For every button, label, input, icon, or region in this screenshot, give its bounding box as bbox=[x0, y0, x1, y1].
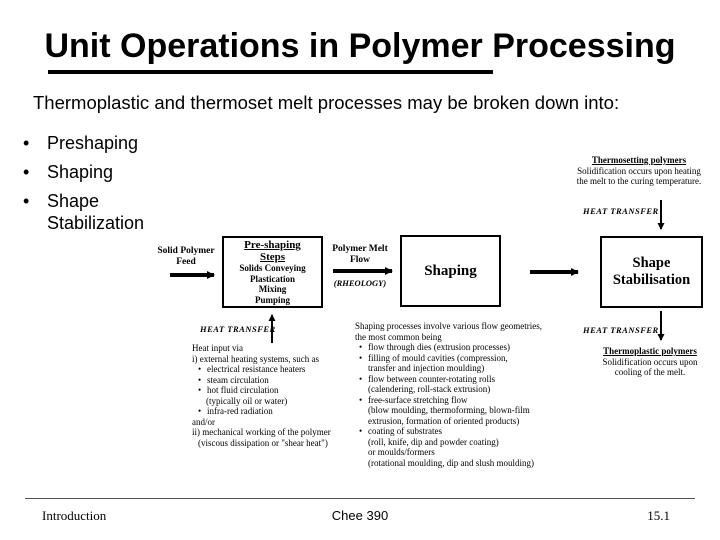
heat-input-ii: ii) mechanical working of the polymer bbox=[192, 427, 331, 437]
feed-label: Solid Polymer Feed bbox=[155, 246, 217, 268]
heat-item-infrared: infra-red radiation bbox=[198, 406, 352, 417]
thermosetting-title: Thermosetting polymers bbox=[591, 155, 687, 165]
stabilisation-box: Shape Stabilisation bbox=[600, 236, 703, 308]
footer-left: Introduction bbox=[42, 508, 107, 523]
preshaping-title-line-1: Pre-shaping bbox=[244, 239, 301, 251]
bullet-preshaping: Preshaping bbox=[20, 132, 177, 154]
thermoplastic-note: Thermoplastic polymers Solidification oc… bbox=[588, 346, 712, 378]
shaping-item-stretching: free-surface stretching flow (blow mould… bbox=[359, 395, 575, 427]
step-mixing: Mixing bbox=[258, 284, 287, 294]
footer-divider bbox=[25, 498, 695, 499]
shaping-item-dies-line-1: flow through dies (extrusion processes) bbox=[368, 342, 510, 352]
heat-input-ii-note: (viscous dissipation or "shear heat") bbox=[198, 437, 328, 448]
shaping-notes-list: flow through dies (extrusion processes) … bbox=[355, 342, 575, 468]
shaping-item-coating-line-2: (roll, knife, dip and powder coating) bbox=[368, 436, 499, 447]
stabilisation-line-1: Shape bbox=[632, 255, 671, 271]
feed-label-line-2: Feed bbox=[176, 257, 196, 267]
shaping-notes-intro-1: Shaping processes involve various flow g… bbox=[355, 321, 542, 331]
melt-flow-label: Polymer Melt Flow bbox=[328, 244, 392, 266]
feed-label-line-1: Solid Polymer bbox=[157, 246, 215, 256]
preshaping-steps: Solids Conveying Plastication Mixing Pum… bbox=[224, 263, 321, 305]
heat-input-andor: and/or bbox=[192, 416, 215, 427]
thermosetting-line-1: Solidification occurs upon heating bbox=[577, 165, 701, 176]
thermoplastic-title: Thermoplastic polymers bbox=[603, 346, 697, 356]
heat-input-list: electrical resistance heaters steam circ… bbox=[192, 364, 352, 396]
heat-item-steam: steam circulation bbox=[198, 375, 352, 386]
preshaping-box: Pre-shaping Steps Solids Conveying Plast… bbox=[222, 236, 323, 308]
shaping-item-moulds-line-2: transfer and injection moulding) bbox=[368, 363, 485, 373]
heat-transfer-label-left: HEAT TRANSFER bbox=[200, 324, 276, 334]
melt-flow-line-1: Polymer Melt bbox=[332, 244, 388, 254]
heat-transfer-label-bottom: HEAT TRANSFER bbox=[583, 325, 659, 335]
thermosetting-note: Thermosetting polymers Solidification oc… bbox=[568, 155, 710, 187]
bullet-list: Preshaping Shaping Shape Stabilization bbox=[20, 132, 177, 241]
shaping-item-coating-line-4: (rotational moulding, dip and slush moul… bbox=[368, 457, 534, 468]
slide-subtitle: Thermoplastic and thermoset melt process… bbox=[33, 92, 620, 113]
shaping-box: Shaping bbox=[400, 235, 501, 307]
shaping-item-coating-line-3: or moulds/formers bbox=[368, 447, 435, 457]
bullet-shaping: Shaping bbox=[20, 161, 177, 183]
shaping-item-coating-line-1: coating of substrates bbox=[368, 426, 442, 436]
bullet-shape-stabilization: Shape Stabilization bbox=[20, 190, 177, 234]
shaping-item-coating: coating of substrates (roll, knife, dip … bbox=[359, 426, 575, 468]
stabilisation-line-2: Stabilisation bbox=[612, 272, 691, 288]
shaping-box-label: Shaping bbox=[424, 262, 477, 279]
heat-item-electrical: electrical resistance heaters bbox=[198, 364, 352, 375]
shaping-item-stretching-line-3: extrusion, formation of oriented product… bbox=[368, 415, 520, 426]
shaping-item-dies: flow through dies (extrusion processes) bbox=[359, 342, 575, 353]
thermoplastic-line-2: cooling of the melt. bbox=[614, 367, 686, 377]
shaping-item-stretching-line-1: free-surface stretching flow bbox=[368, 394, 468, 405]
shaping-notes: Shaping processes involve various flow g… bbox=[355, 321, 575, 468]
melt-flow-line-2: Flow bbox=[349, 255, 371, 265]
heat-input-intro: Heat input via bbox=[192, 343, 243, 353]
thermoplastic-line-1: Solidification occurs upon bbox=[602, 356, 698, 367]
heat-transfer-label-top: HEAT TRANSFER bbox=[583, 206, 659, 216]
shaping-item-moulds-line-1: filling of mould cavities (compression, bbox=[368, 352, 508, 363]
rheology-label: (RHEOLOGY) bbox=[333, 278, 387, 288]
step-pumping: Pumping bbox=[254, 294, 290, 305]
shaping-item-moulds: filling of mould cavities (compression, … bbox=[359, 353, 575, 374]
shaping-item-rolls-line-1: flow between counter-rotating rolls bbox=[368, 373, 496, 384]
step-plastication: Plastication bbox=[250, 273, 295, 284]
footer-center: Chee 390 bbox=[331, 508, 389, 523]
shaping-notes-intro-2: the most common being bbox=[355, 331, 442, 342]
heat-input-fluid-note: (typically oil or water) bbox=[206, 395, 288, 406]
heat-input-i: i) external heating systems, such as bbox=[192, 353, 319, 364]
heat-item-hot-fluid: hot fluid circulation bbox=[198, 385, 352, 396]
preshaping-title: Pre-shaping Steps bbox=[224, 239, 321, 263]
heat-input-notes: Heat input via i) external heating syste… bbox=[192, 343, 352, 448]
shaping-item-rolls-line-2: (calendering, roll-stack extrusion) bbox=[368, 384, 491, 394]
shaping-item-stretching-line-2: (blow moulding, thermoforming, blown-fil… bbox=[368, 405, 530, 415]
thermosetting-line-2: the melt to the curing temperature. bbox=[576, 176, 702, 186]
title-underline bbox=[48, 70, 493, 74]
preshaping-title-line-2: Steps bbox=[259, 251, 286, 263]
step-solids-conveying: Solids Conveying bbox=[239, 263, 306, 273]
slide-title: Unit Operations in Polymer Processing bbox=[44, 27, 676, 65]
footer-page-number: 15.1 bbox=[647, 508, 670, 523]
shaping-item-rolls: flow between counter-rotating rolls (cal… bbox=[359, 374, 575, 395]
heat-input-list-2: infra-red radiation bbox=[192, 406, 352, 417]
